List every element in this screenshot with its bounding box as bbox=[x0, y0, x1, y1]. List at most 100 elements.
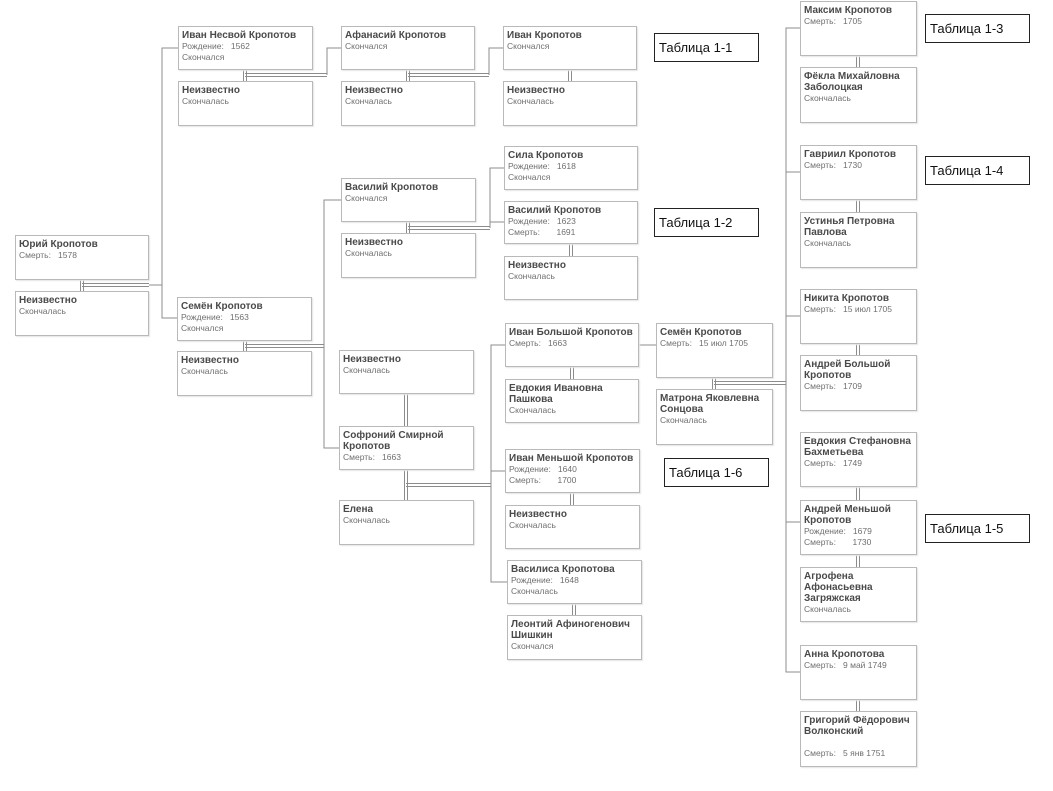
person-detail: Смерть: 1709 bbox=[804, 381, 862, 391]
person-detail: Скончалась bbox=[507, 96, 554, 106]
person-name: Евдокия Ивановна bbox=[509, 383, 603, 394]
person-name: Агрофена bbox=[804, 571, 854, 582]
person-detail: Смерть: 1700 bbox=[509, 475, 577, 485]
connector-line bbox=[323, 199, 341, 346]
person-detail: Смерть: 1663 bbox=[509, 338, 567, 348]
person-detail: Рождение: 1562 bbox=[182, 41, 250, 51]
person-name: Софроний Смирной bbox=[343, 430, 444, 441]
table-ref-t12[interactable]: Таблица 1-2 bbox=[654, 208, 759, 237]
person-detail: Скончалась bbox=[509, 520, 556, 530]
connector-line bbox=[488, 47, 503, 75]
person-detail: Скончалась bbox=[345, 248, 392, 258]
table-ref-t11[interactable]: Таблица 1-1 bbox=[654, 33, 759, 62]
table-ref-t15[interactable]: Таблица 1-5 bbox=[925, 514, 1030, 543]
connector-line bbox=[326, 47, 341, 75]
person-detail: Скончалась bbox=[508, 271, 555, 281]
person-detail: Рождение: 1640 bbox=[509, 464, 577, 474]
person-name: Павлова bbox=[804, 227, 847, 238]
person-name: Максим Кропотов bbox=[804, 5, 893, 16]
person-name: Афонасьевна bbox=[804, 582, 873, 593]
person-detail: Скончался bbox=[507, 41, 550, 51]
table-ref-t13[interactable]: Таблица 1-3 bbox=[925, 14, 1030, 43]
person-name: Сила Кропотов bbox=[508, 150, 584, 161]
person-name: Елена bbox=[343, 504, 374, 515]
person-name: Семён Кропотов bbox=[181, 301, 263, 312]
person-detail: Скончалась bbox=[182, 96, 229, 106]
person-name: Неизвестно bbox=[345, 85, 403, 96]
person-name: Никита Кропотов bbox=[804, 293, 889, 304]
person-detail: Скончался bbox=[345, 41, 388, 51]
person-name: Шишкин bbox=[511, 630, 553, 641]
person-detail: Скончался bbox=[345, 193, 388, 203]
person-name: Сонцова bbox=[660, 404, 704, 415]
person-detail: Скончалась bbox=[511, 586, 558, 596]
person-detail: Смерть: 1578 bbox=[19, 250, 77, 260]
person-name: Андрей Меньшой bbox=[804, 504, 891, 515]
person-name: Кропотов bbox=[804, 515, 852, 526]
person-detail: Скончался bbox=[511, 641, 554, 651]
connector-line bbox=[785, 28, 800, 173]
person-name: Андрей Большой bbox=[804, 359, 891, 370]
connector-line bbox=[785, 522, 800, 673]
person-name: Гавриил Кропотов bbox=[804, 149, 897, 160]
connector-line bbox=[785, 27, 800, 383]
table-ref-t16[interactable]: Таблица 1-6 bbox=[664, 458, 769, 487]
person-name: Неизвестно bbox=[182, 85, 240, 96]
person-detail: Смерть: 1663 bbox=[343, 452, 401, 462]
person-name: Кропотов bbox=[343, 441, 391, 452]
person-detail: Скончалась bbox=[509, 405, 556, 415]
person-name: Бахметьева bbox=[804, 447, 864, 458]
person-name: Неизвестно bbox=[343, 354, 401, 365]
person-name: Волконский bbox=[804, 726, 864, 737]
person-name: Матрона Яковлевна bbox=[660, 393, 760, 404]
person-name: Пашкова bbox=[509, 394, 553, 405]
person-name: Юрий Кропотов bbox=[19, 239, 98, 250]
person-name: Кропотов bbox=[804, 370, 852, 381]
person-detail: Скончалась bbox=[343, 515, 390, 525]
person-detail: Скончалась bbox=[804, 604, 851, 614]
person-name: Иван Большой Кропотов bbox=[509, 327, 633, 338]
person-name: Василий Кропотов bbox=[345, 182, 439, 193]
table-ref-t14[interactable]: Таблица 1-4 bbox=[925, 156, 1030, 185]
person-detail: Смерть: 15 июл 1705 bbox=[804, 304, 893, 314]
